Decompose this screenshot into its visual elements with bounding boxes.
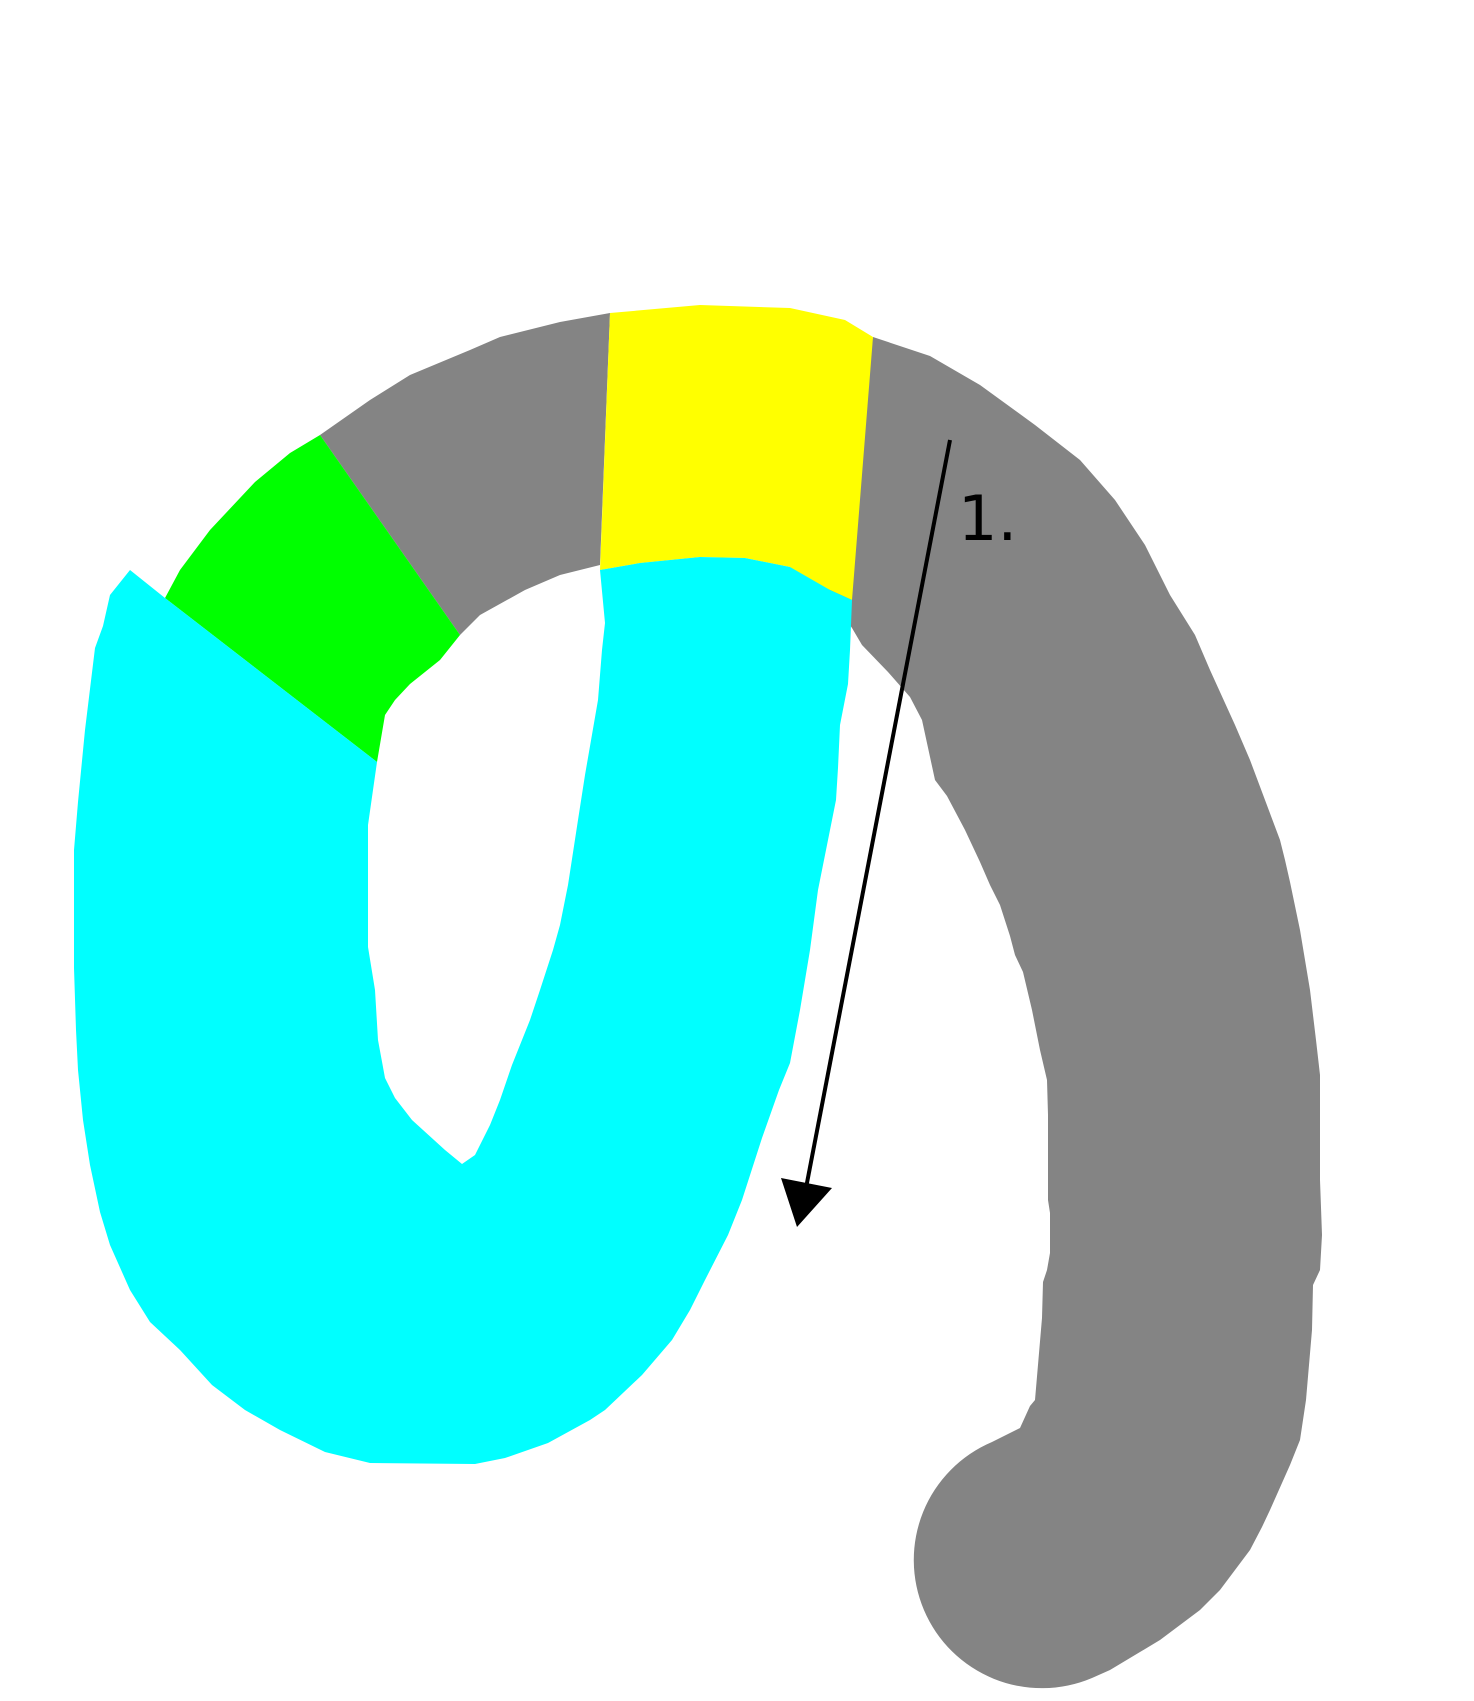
gray-tail-segment	[820, 337, 1322, 1689]
green-segment	[165, 435, 460, 762]
yellow-segment	[600, 305, 873, 600]
direction-arrow-head	[781, 1178, 832, 1227]
cyan-segment	[74, 557, 852, 1464]
gray-body-segment	[320, 313, 610, 635]
direction-arrow-line	[804, 439, 952, 1189]
step-label: 1.	[958, 482, 1017, 555]
